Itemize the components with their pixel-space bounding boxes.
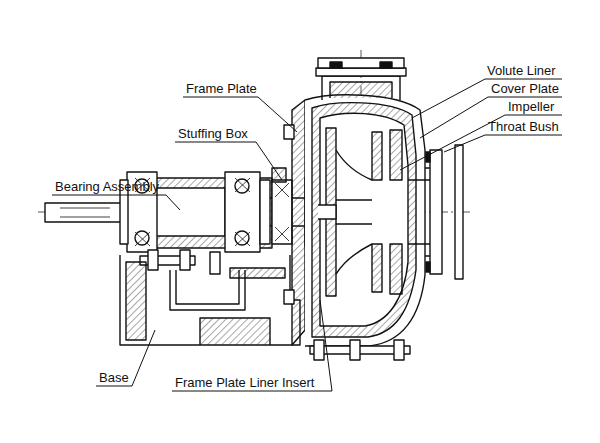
part-label: Frame Plate Liner Insert <box>175 375 314 390</box>
part-label: Bearing Assembly <box>55 179 159 194</box>
part-label: Impeller <box>508 99 554 114</box>
part-label: Frame Plate <box>186 81 257 96</box>
part-label: Base <box>99 370 129 385</box>
part-label: Cover Plate <box>491 81 559 96</box>
part-label: Stuffing Box <box>178 126 248 141</box>
part-label: Throat Bush <box>488 119 559 134</box>
part-label: Volute Liner <box>487 63 556 78</box>
